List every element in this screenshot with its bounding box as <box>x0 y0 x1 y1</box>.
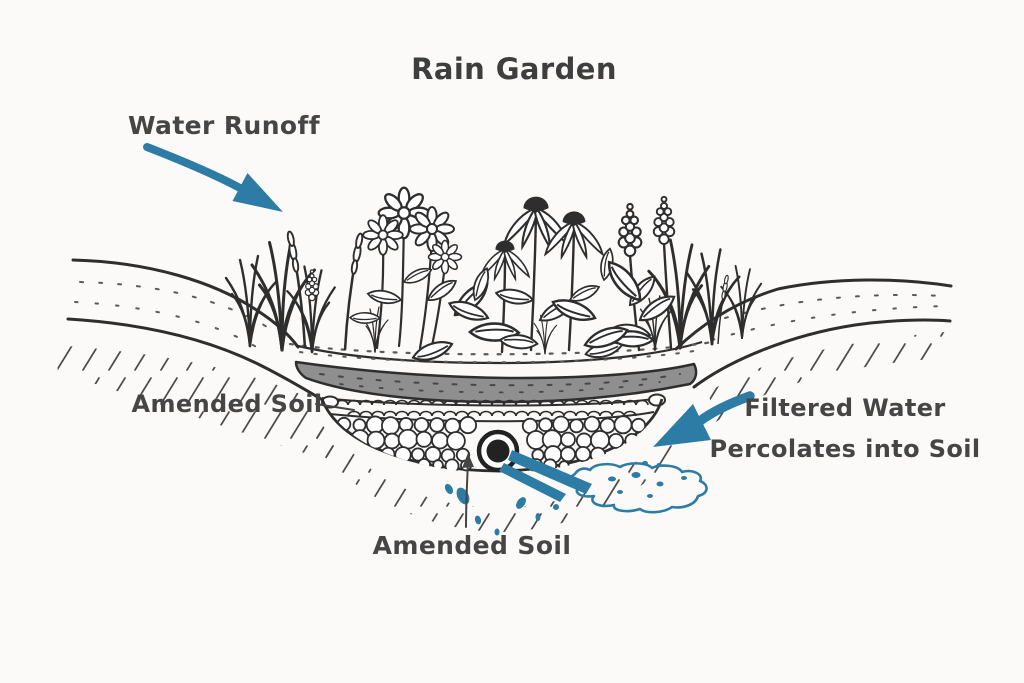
amended-soil-bottom-leader <box>462 453 474 528</box>
drain-pipe <box>476 429 520 473</box>
amended-soil-bottom-label: Amended Soil <box>372 531 572 560</box>
native-soil-hatching <box>55 332 945 532</box>
percolation-arrow <box>653 391 755 447</box>
amended-soil-left-leader <box>315 403 355 411</box>
diagram-title: Rain Garden <box>411 52 617 86</box>
filtered-water-line1: Filtered Water <box>744 394 946 422</box>
ground-surface-right <box>674 278 953 389</box>
amended-soil-left-label: Amended Soil <box>131 390 323 418</box>
mulch-layer <box>288 340 714 365</box>
amended-soil-layer <box>294 360 698 404</box>
plants <box>224 186 763 364</box>
filtered-water-label: Filtered Water Percolates into Soil <box>709 388 980 470</box>
water-runoff-label: Water Runoff <box>127 111 321 140</box>
filtered-water-puddle <box>568 461 708 514</box>
water-runoff-arrow <box>143 143 283 212</box>
filtered-water-line2: Percolates into Soil <box>709 435 981 463</box>
